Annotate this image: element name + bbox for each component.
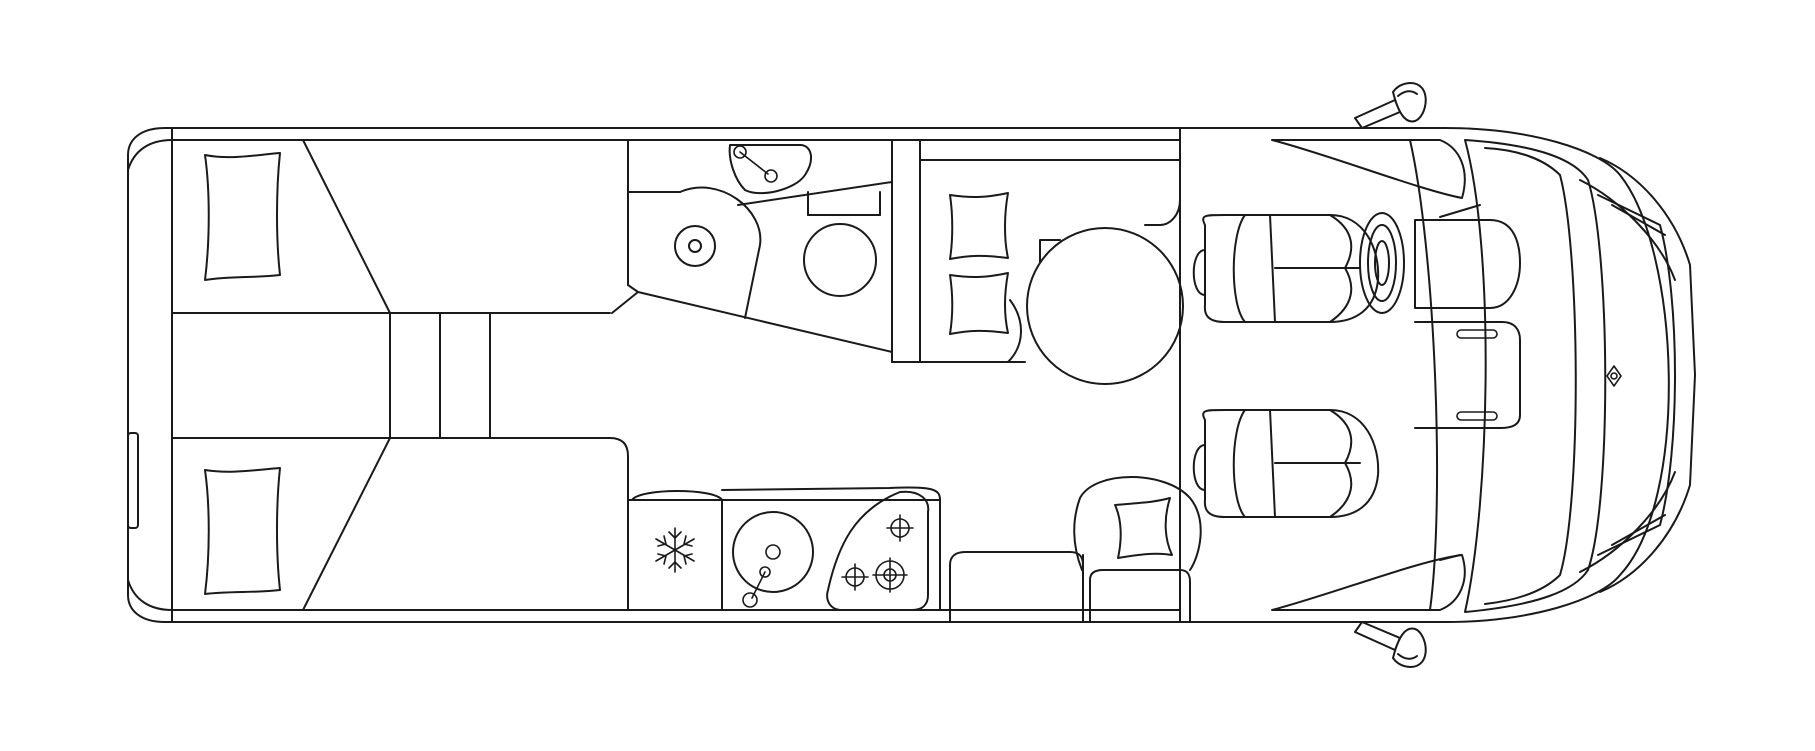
toilet <box>803 223 877 297</box>
bathroom-sink <box>728 144 812 195</box>
cushion-1 <box>949 192 1009 260</box>
swivel-seat <box>1073 476 1202 571</box>
steering-wheel-icon <box>1359 212 1405 314</box>
pillow-top <box>204 152 281 281</box>
bathroom <box>611 139 1026 363</box>
shower-drain <box>674 225 716 267</box>
windshield <box>1464 139 1696 613</box>
dashboard <box>1271 139 1521 611</box>
seat-cushion <box>1114 497 1173 559</box>
cushion-2 <box>949 272 1009 335</box>
overhead-cabinet <box>919 159 1181 226</box>
side-seats <box>949 551 1191 623</box>
rear-light <box>127 432 139 529</box>
pillow-bottom <box>204 467 281 595</box>
mirror-right <box>1354 621 1427 668</box>
mirror-left <box>1354 82 1427 129</box>
vehicle-body <box>127 127 1670 623</box>
cooktop <box>826 490 930 611</box>
rear-bed-area <box>171 139 629 611</box>
kitchen-sink <box>732 511 814 608</box>
passenger-seat <box>1192 409 1380 518</box>
brand-emblem-icon <box>1606 365 1622 387</box>
dinette-table <box>1026 227 1184 385</box>
driver-seat <box>1192 214 1380 323</box>
freezer-snowflake <box>655 527 695 573</box>
kitchen <box>627 486 941 611</box>
